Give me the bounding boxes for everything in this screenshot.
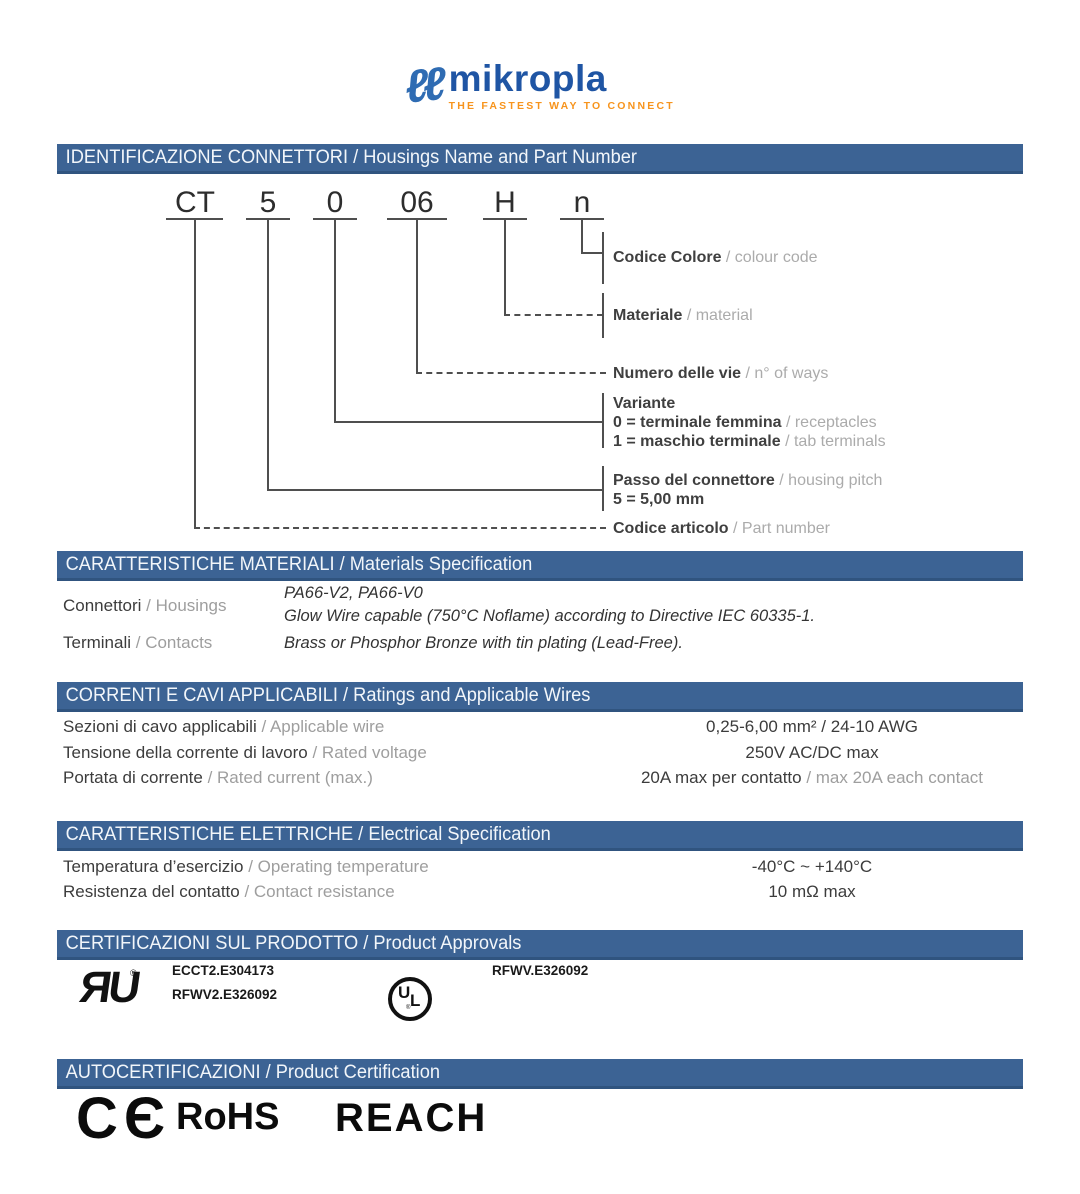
part-code-segment-material: H	[494, 186, 516, 219]
ul-circle-registered-icon: ®	[406, 1005, 411, 1011]
leader-elbow-pitch	[267, 489, 603, 491]
leader-line-material	[504, 220, 506, 315]
label-pitch-value: 5 = 5,00 mm	[613, 491, 705, 508]
ul-circle-u-glyph: U	[398, 983, 411, 1002]
section-header-electrical-label: CARATTERISTICHE ELETTRICHE / Electrical …	[65, 824, 551, 845]
label-pitch-title: Passo del connettore / housing pitch	[613, 472, 883, 489]
section-header-certification: AUTOCERTIFICAZIONI / Product Certificati…	[57, 1059, 1023, 1089]
diagram-label-variant: Variante 0 = terminale femmina / recepta…	[613, 394, 886, 451]
part-code-segment-colour: n	[573, 186, 591, 219]
section-header-certification-label: AUTOCERTIFICAZIONI / Product Certificati…	[65, 1062, 440, 1083]
underline-pitch	[246, 218, 290, 220]
brand-text-block: mikropla THE FASTEST WAY TO CONNECT	[449, 60, 675, 112]
label-variant-title: Variante	[613, 395, 676, 412]
mikropla-swirl-icon: ℓℓ	[402, 57, 444, 113]
tick-pitch	[602, 466, 604, 511]
label-colour-it: Codice Colore	[613, 249, 722, 266]
brand-tagline: THE FASTEST WAY TO CONNECT	[448, 100, 675, 112]
ratings-row-voltage-value: 250V AC/DC max	[745, 743, 879, 762]
ul-file-number-3: RFWV.E326092	[492, 963, 589, 978]
label-partnum-it: Codice articolo	[613, 520, 729, 537]
materials-housings-value-line1: PA66-V2, PA66-V0	[284, 584, 423, 602]
section-header-identification: IDENTIFICAZIONE CONNETTORI / Housings Na…	[57, 144, 1023, 174]
electrical-row-resistance-value: 10 mΩ max	[768, 882, 856, 901]
section-header-approvals-label: CERTIFICAZIONI SUL PRODOTTO / Product Ap…	[65, 933, 522, 954]
ul-circle-l-glyph: L	[410, 991, 421, 1010]
tick-material	[602, 293, 604, 338]
part-code-segment-pitch: 5	[259, 186, 277, 219]
part-code-segment-variant: 0	[326, 186, 344, 219]
materials-row-housings-label: Connettori / Housings	[63, 596, 227, 615]
part-code-segment-ways: 06	[400, 186, 434, 219]
section-header-ratings: CORRENTI E CAVI APPLICABILI / Ratings an…	[57, 682, 1023, 712]
brand-logo: ℓℓ mikropla THE FASTEST WAY TO CONNECT	[0, 57, 1080, 113]
materials-housings-value-line2: Glow Wire capable (750°C Noflame) accord…	[284, 607, 816, 625]
electrical-row-resistance-label: Resistenza del contatto / Contact resist…	[63, 882, 395, 901]
leader-elbow-variant	[334, 421, 603, 423]
diagram-label-colour-code: Codice Colore / colour code	[613, 248, 818, 267]
leader-elbow-colour	[581, 252, 604, 254]
section-header-identification-label: IDENTIFICAZIONE CONNETTORI / Housings Na…	[65, 147, 637, 168]
label-material-it: Materiale	[613, 307, 683, 324]
underline-ways	[387, 218, 447, 220]
ratings-row-voltage-label: Tensione della corrente di lavoro / Rate…	[63, 743, 427, 762]
label-colour-en: / colour code	[721, 249, 818, 266]
ul-file-number-2: RFWV2.E326092	[172, 987, 278, 1002]
underline-colour	[560, 218, 604, 220]
diagram-label-pitch: Passo del connettore / housing pitch 5 =…	[613, 471, 882, 509]
label-ways-it: Numero delle vie	[613, 365, 742, 382]
diagram-label-part-number: Codice articolo / Part number	[613, 519, 830, 538]
label-variant-opt0: 0 = terminale femmina / receptacles	[613, 414, 877, 431]
label-ways-en: / n° of ways	[741, 365, 829, 382]
leader-elbow-series	[194, 527, 606, 529]
materials-row-contacts-label: Terminali / Contacts	[63, 633, 213, 652]
section-header-materials-label: CARATTERISTICHE MATERIALI / Materials Sp…	[65, 554, 533, 575]
registered-symbol-icon: ®	[130, 968, 137, 978]
leader-line-pitch	[267, 220, 269, 490]
leader-elbow-ways	[416, 372, 606, 374]
tick-variant	[602, 393, 604, 448]
electrical-row-temperature-label: Temperatura d’esercizio / Operating temp…	[63, 857, 429, 876]
rohs-mark: RoHS	[176, 1096, 280, 1138]
ratings-row-wire-label: Sezioni di cavo applicabili / Applicable…	[63, 717, 385, 736]
leader-line-series	[194, 220, 196, 528]
underline-series	[166, 218, 223, 220]
underline-material	[483, 218, 527, 220]
leader-line-colour	[581, 220, 583, 253]
label-partnum-en: / Part number	[728, 520, 830, 537]
label-variant-opt1: 1 = maschio terminale / tab terminals	[613, 433, 886, 450]
part-code-segment-series: CT	[175, 186, 215, 219]
underline-variant	[313, 218, 357, 220]
electrical-row-temperature-value: -40°C ~ +140°C	[751, 857, 873, 876]
leader-elbow-material	[504, 314, 603, 316]
diagram-label-material: Materiale / material	[613, 306, 753, 325]
ratings-row-current-label: Portata di corrente / Rated current (max…	[63, 768, 373, 787]
leader-line-variant	[334, 220, 336, 422]
ul-file-number-1: ECCT2.E304173	[172, 963, 275, 978]
leader-line-ways	[416, 220, 418, 373]
section-header-materials: CARATTERISTICHE MATERIALI / Materials Sp…	[57, 551, 1023, 581]
section-header-electrical: CARATTERISTICHE ELETTRICHE / Electrical …	[57, 821, 1023, 851]
diagram-label-ways: Numero delle vie / n° of ways	[613, 364, 828, 383]
tick-colour	[602, 232, 604, 284]
section-header-approvals: CERTIFICAZIONI SUL PRODOTTO / Product Ap…	[57, 930, 1023, 960]
label-material-en: / material	[682, 307, 753, 324]
ratings-row-current-value: 20A max per contatto / max 20A each cont…	[640, 768, 984, 787]
ratings-row-wire-value: 0,25-6,00 mm² / 24-10 AWG	[706, 717, 918, 736]
ul-listed-mark-icon: U L ®	[388, 977, 432, 1021]
reach-mark: REACH	[335, 1096, 488, 1140]
brand-name: mikropla	[448, 58, 607, 99]
materials-contacts-value: Brass or Phosphor Bronze with tin platin…	[284, 634, 683, 652]
section-header-ratings-label: CORRENTI E CAVI APPLICABILI / Ratings an…	[65, 685, 591, 706]
ce-mark-icon: CЄ	[76, 1086, 172, 1151]
